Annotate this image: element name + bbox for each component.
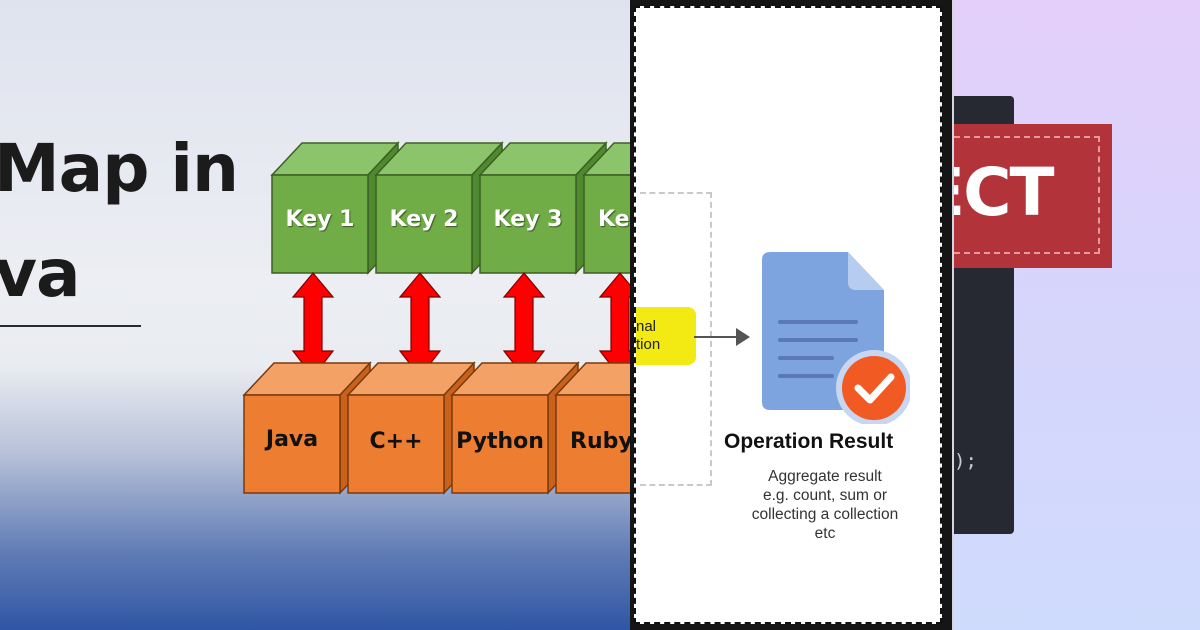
diagram-card: nal tion Operation Result Aggregate resu… bbox=[634, 6, 942, 624]
result-desc-line: etc bbox=[814, 525, 836, 542]
double-arrow bbox=[598, 272, 630, 378]
stream-operation-panel: nal tion Operation Result Aggregate resu… bbox=[630, 0, 952, 630]
banner-dashed-border bbox=[954, 136, 1100, 254]
key-label: Key 2 bbox=[389, 207, 459, 232]
operation-result-title: Operation Result bbox=[724, 430, 894, 453]
value-label: Python bbox=[456, 429, 544, 454]
double-arrow bbox=[398, 272, 442, 378]
double-arrow bbox=[502, 272, 546, 378]
terminal-operation-label-2: tion bbox=[636, 336, 661, 353]
result-desc-line: Aggregate result bbox=[768, 468, 882, 485]
banner-text: ECT bbox=[954, 154, 1055, 231]
code-snippet: ); bbox=[954, 450, 977, 472]
title-underline bbox=[0, 325, 141, 327]
terminal-operation-box: nal tion bbox=[636, 307, 696, 365]
double-arrow bbox=[291, 272, 335, 378]
panel-title-line-1: Map in bbox=[0, 130, 239, 207]
collect-banner: ECT bbox=[954, 124, 1112, 268]
terminal-operation-label-1: nal bbox=[636, 318, 657, 335]
result-desc-line: collecting a collection bbox=[751, 506, 899, 523]
key-label: Key 3 bbox=[493, 207, 563, 232]
key-value-arrows bbox=[291, 272, 630, 378]
value-label: Java bbox=[265, 427, 319, 452]
collect-panel: ); ECT bbox=[952, 0, 1200, 630]
arrow-right-icon bbox=[694, 328, 750, 346]
value-cube-4: Ruby bbox=[554, 362, 630, 494]
key-label: Key 1 bbox=[285, 207, 355, 232]
operation-result-description: Aggregate result e.g. count, sum or coll… bbox=[730, 467, 920, 543]
java-map-panel: Map in va Key 1 Key 2 Key 3 Key Java C++ bbox=[0, 0, 630, 630]
document-check-icon bbox=[762, 252, 910, 424]
key-label: Key bbox=[598, 207, 630, 232]
value-label: C++ bbox=[369, 429, 423, 454]
operation-dashed-box bbox=[640, 192, 712, 486]
key-cube-4: Key bbox=[582, 142, 630, 274]
result-desc-line: e.g. count, sum or bbox=[762, 487, 888, 504]
value-label: Ruby bbox=[570, 429, 630, 454]
panel-title-line-2: va bbox=[0, 235, 81, 312]
